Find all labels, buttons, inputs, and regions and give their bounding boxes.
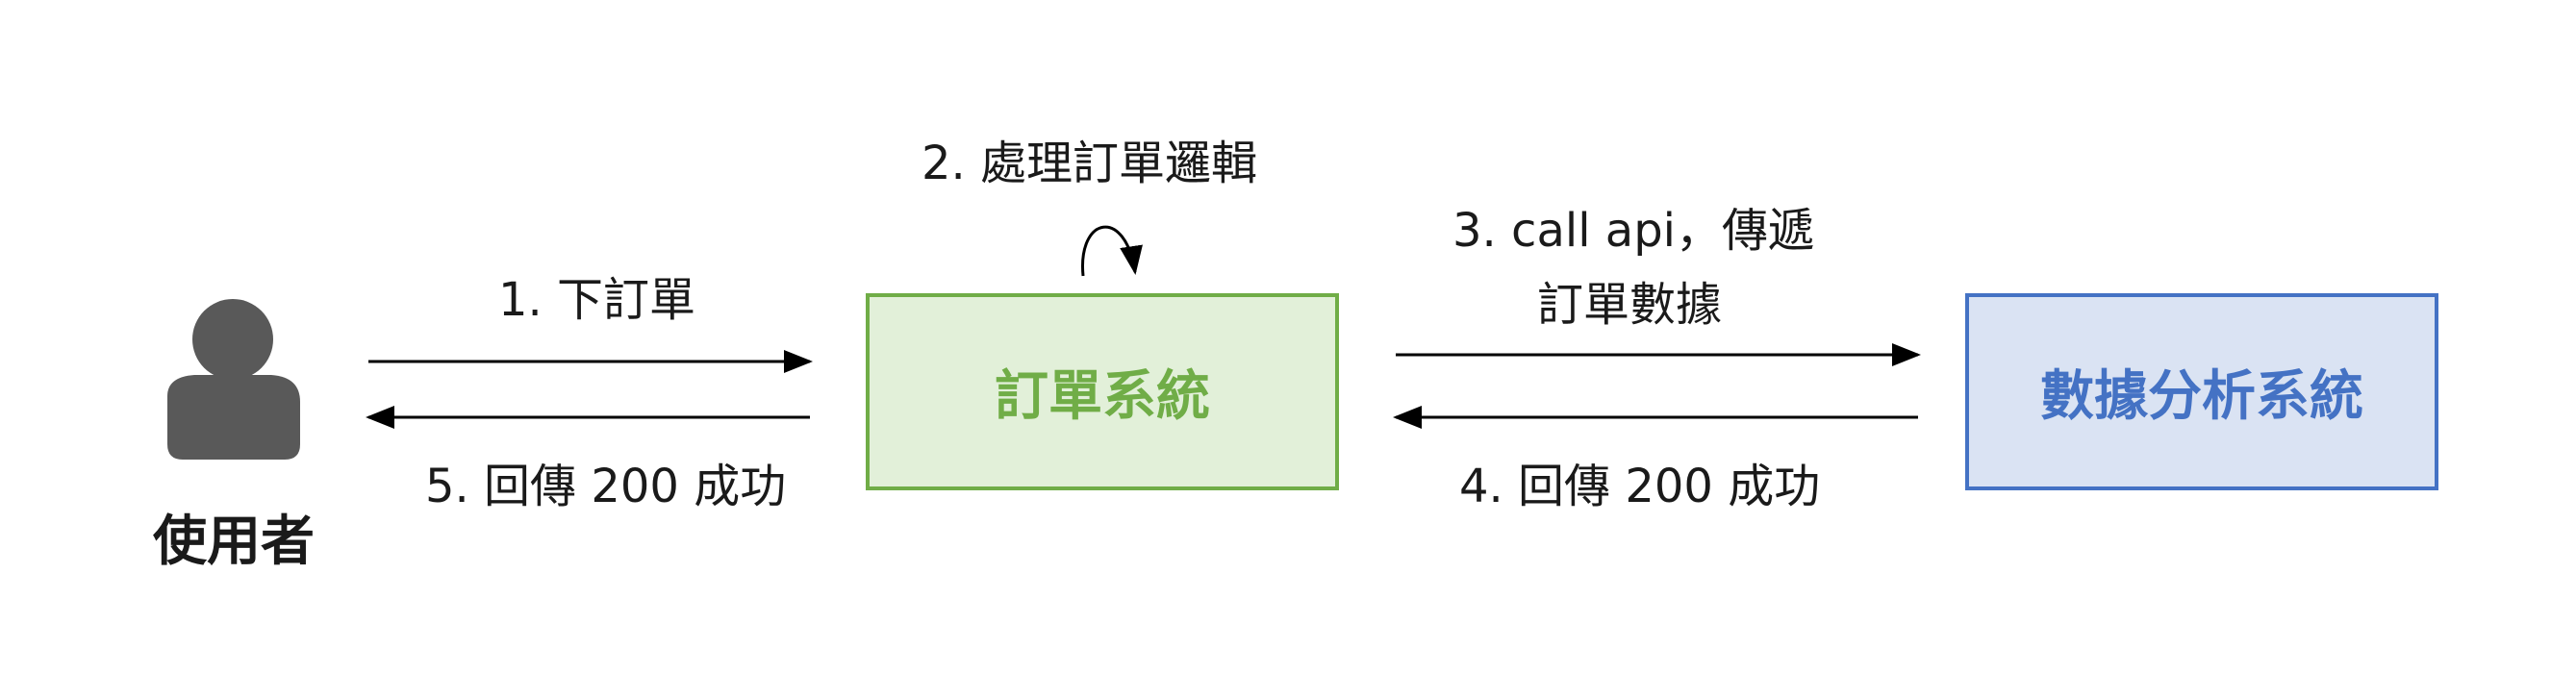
order-system-label: 訂單系統: [995, 365, 1210, 428]
analytics-system-box: 數據分析系統: [1965, 293, 2438, 490]
actor-label: 使用者: [153, 511, 315, 573]
step3-label-line1: 3. call api，傳遞: [1452, 204, 1815, 258]
arrow-step2-loop: [1081, 225, 1143, 277]
step5-label: 5. 回傳 200 成功: [425, 460, 787, 513]
step2-label: 2. 處理訂單邏輯: [922, 137, 1258, 190]
analytics-system-label: 數據分析系統: [2040, 365, 2363, 428]
step1-label: 1. 下訂單: [498, 273, 696, 327]
step3-label-line2: 訂單數據: [1537, 278, 1723, 332]
order-system-box: 訂單系統: [866, 293, 1339, 490]
step4-label: 4. 回傳 200 成功: [1459, 460, 1821, 513]
user-icon: [167, 299, 300, 460]
